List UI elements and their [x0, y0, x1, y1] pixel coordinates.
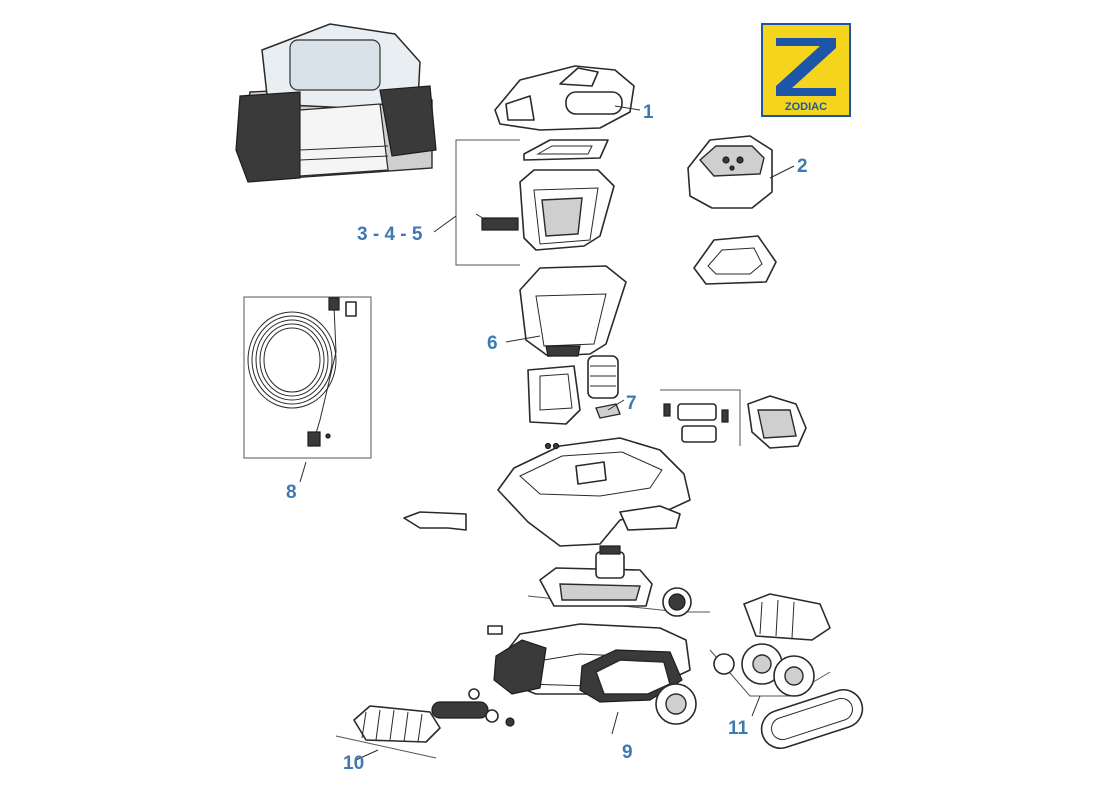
- pump-cover-plate: [527, 365, 581, 425]
- part-7-impeller: [587, 355, 621, 419]
- zodiac-logo: ZODIAC: [761, 23, 851, 117]
- callout-8: 8: [286, 482, 297, 503]
- callout-6: 6: [487, 333, 498, 354]
- assembled-robot-illustration: [235, 23, 437, 183]
- side-flaps: [663, 403, 729, 443]
- small-clip: [487, 625, 503, 635]
- part-9-brush-frame: [335, 735, 437, 759]
- motor-block: [539, 545, 653, 607]
- main-body-housing: [497, 437, 691, 547]
- callout-2: 2: [797, 156, 808, 177]
- part-11-roller-assembly: [713, 643, 815, 697]
- side-parts-frame: [660, 389, 741, 446]
- part-2-control-unit: [687, 135, 773, 209]
- part-3-filter-lid: [523, 139, 609, 161]
- drive-wheel: [655, 683, 697, 725]
- callout-11: 11: [728, 718, 749, 739]
- caddy-stand: [693, 235, 777, 285]
- part-8-floating-cable: [247, 297, 357, 447]
- rear-brush-plate: [743, 593, 831, 641]
- callout-10: 9: [622, 742, 633, 763]
- front-bumper: [403, 511, 467, 531]
- logo-wordmark: ZODIAC: [785, 101, 827, 113]
- part-4-filter-basket: [519, 169, 615, 251]
- part-9-brush: [353, 705, 441, 743]
- filter-group-frame: [455, 139, 520, 266]
- callout-7: 7: [626, 393, 637, 414]
- part-5-filter-element: [475, 213, 519, 231]
- callout-9: 10: [343, 753, 364, 774]
- part-10-drive-chassis: [493, 623, 691, 703]
- brush-roller: [431, 688, 515, 727]
- part-1-top-cover: [494, 65, 635, 131]
- callout-1: 1: [643, 102, 654, 123]
- rear-bracket: [619, 505, 681, 531]
- callout-3-4-5: 3 - 4 - 5: [357, 224, 423, 245]
- part-8-cable-frame: [243, 296, 372, 459]
- part-11-track: [760, 689, 864, 749]
- motor-gear: [662, 587, 692, 617]
- part-6-filter-housing: [519, 265, 627, 357]
- front-grille: [747, 395, 807, 449]
